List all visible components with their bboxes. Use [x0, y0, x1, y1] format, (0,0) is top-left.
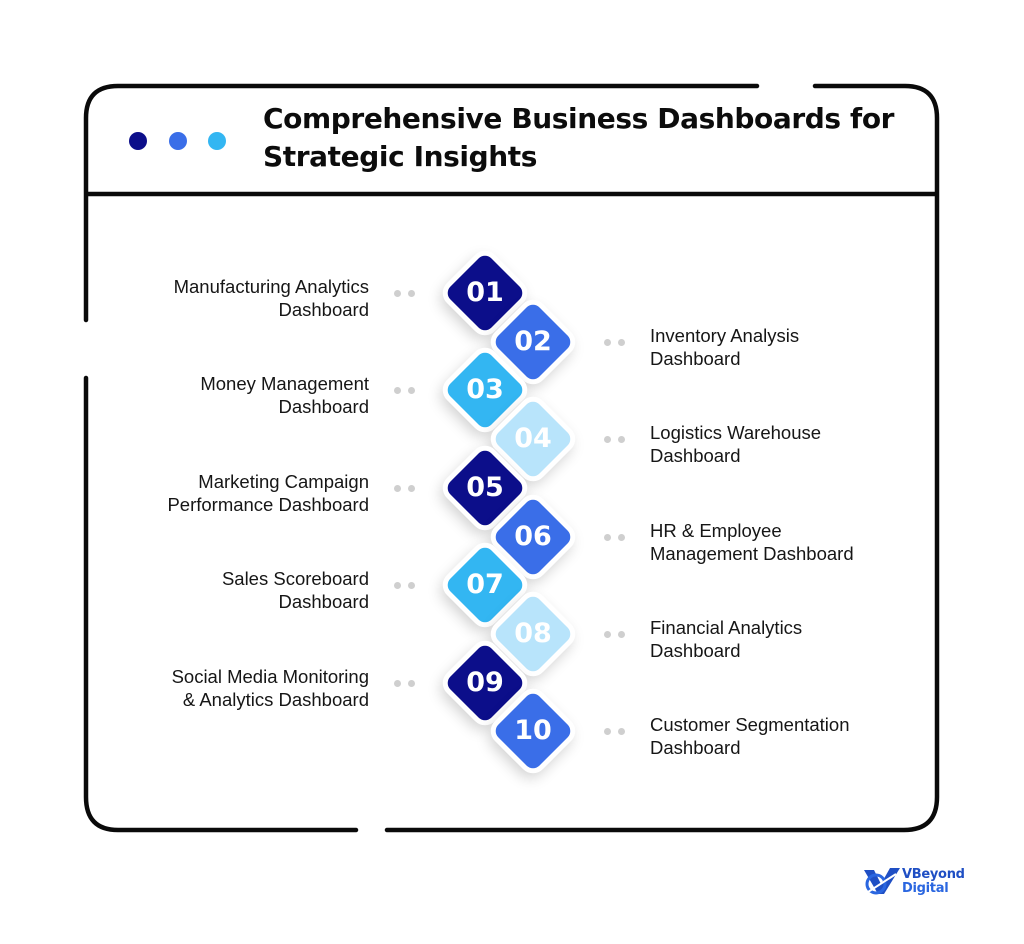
- step-number: 06: [514, 520, 552, 552]
- connector-dot: [604, 630, 611, 638]
- dashboard-label-06: HR & Employee Management Dashboard: [650, 519, 854, 564]
- connector-dot: [408, 582, 415, 590]
- connector-dot: [604, 533, 611, 541]
- dashboard-label-03: Money Management Dashboard: [200, 373, 369, 418]
- connector-dot: [604, 728, 611, 736]
- vbeyond-logo: VBeyond Digital: [862, 864, 972, 900]
- dashboard-label-07: Sales Scoreboard Dashboard: [221, 568, 369, 613]
- logo-line-2: Digital: [902, 881, 949, 896]
- connector-dot: [618, 533, 625, 541]
- connector-dot: [618, 630, 625, 638]
- step-number: 04: [514, 423, 552, 455]
- step-number: 09: [466, 666, 504, 698]
- connector-dot: [394, 290, 401, 297]
- connector-dot: [618, 728, 625, 736]
- step-number: 02: [514, 325, 552, 357]
- dashboard-label-02: Inventory Analysis Dashboard: [650, 324, 800, 369]
- dashboard-label-10: Customer Segmentation Dashboard: [650, 714, 850, 759]
- step-number: 05: [466, 471, 504, 503]
- connector-dot: [408, 290, 415, 297]
- frame-bottom-left-segment: [83, 375, 359, 833]
- frame-top-right-segment: [384, 83, 940, 833]
- connector-dot: [408, 679, 415, 687]
- dashboard-label-09: Social Media Monitoring & Analytics Dash…: [171, 665, 369, 710]
- step-number: 07: [466, 569, 504, 601]
- logo-mark-icon: [864, 868, 900, 895]
- connector-dot: [408, 484, 415, 492]
- dashboard-label-04: Logistics Warehouse Dashboard: [650, 422, 822, 467]
- step-number: 10: [514, 715, 552, 747]
- dashboard-label-01: Manufacturing Analytics Dashboard: [173, 276, 369, 320]
- header-dot-3: [208, 132, 226, 150]
- connector-dot: [394, 582, 401, 590]
- connector-dot: [408, 387, 415, 395]
- page-title: Comprehensive Business Dashboards for St…: [263, 102, 895, 173]
- connector-dot: [604, 436, 611, 444]
- connector-dot: [618, 338, 625, 346]
- connector-dot: [394, 484, 401, 492]
- step-number: 08: [514, 617, 552, 649]
- dashboard-label-05: Marketing Campaign Performance Dashboard: [167, 470, 369, 515]
- connector-dot: [604, 338, 611, 346]
- header-dot-2: [169, 132, 187, 150]
- connector-dot: [618, 436, 625, 444]
- step-number: 01: [466, 277, 504, 308]
- frame-top-left-segment: [83, 83, 760, 323]
- step-number: 03: [466, 374, 504, 406]
- logo-line-1: VBeyond: [902, 867, 965, 882]
- connector-dot: [394, 387, 401, 395]
- dashboard-label-08: Financial Analytics Dashboard: [650, 616, 803, 661]
- connector-dot: [394, 679, 401, 687]
- header-dot-1: [129, 132, 147, 150]
